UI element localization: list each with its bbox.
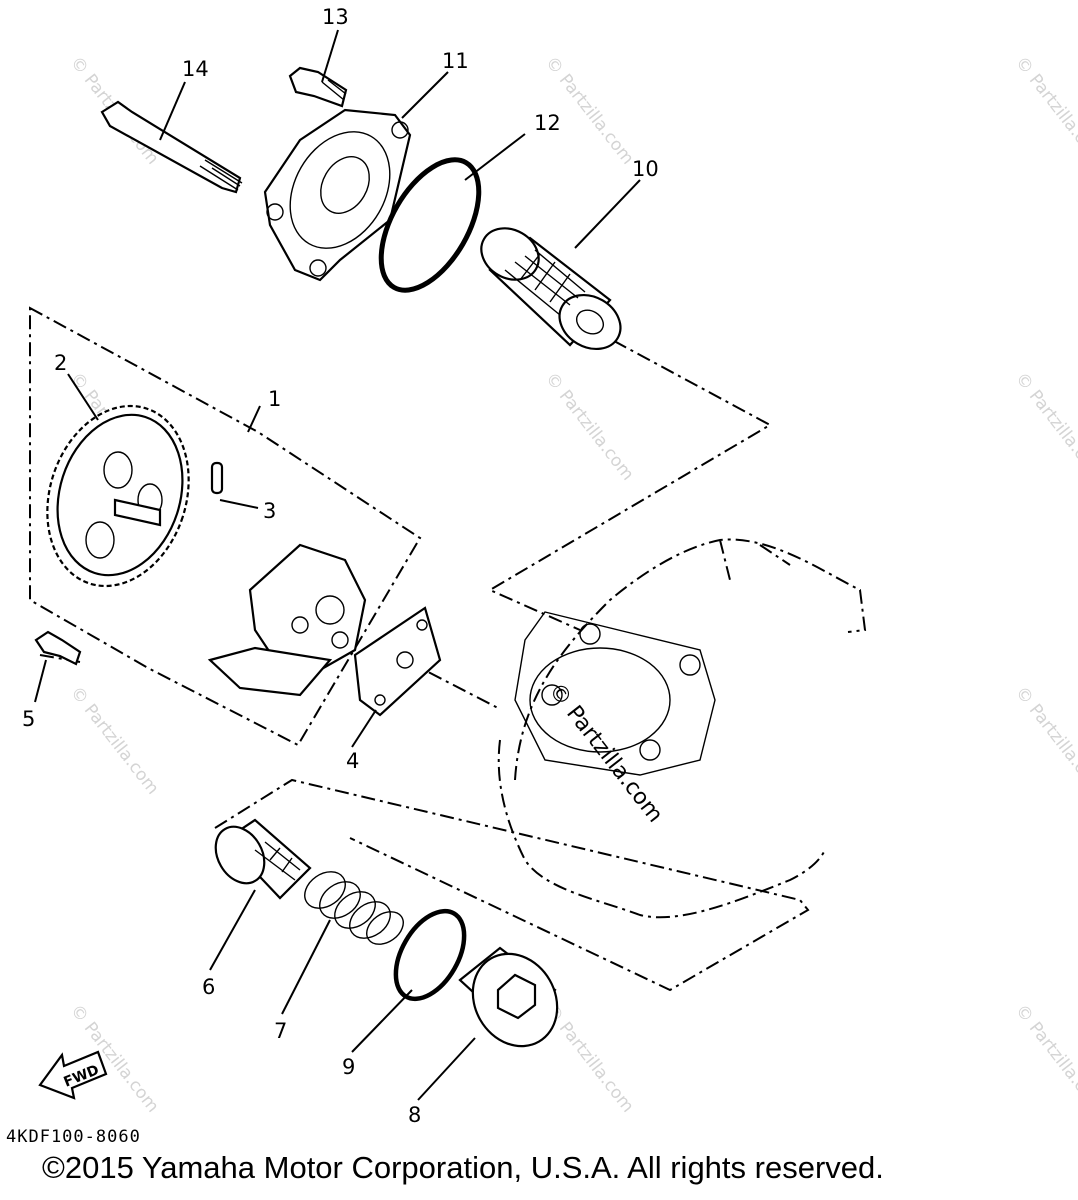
watermark: © Partzilla.com (1011, 683, 1078, 799)
watermark-center: © Partzilla.com (543, 678, 667, 827)
part-4-cover-plate (353, 606, 442, 717)
callout-1: 1 (268, 387, 281, 411)
oil-pump-body (207, 543, 367, 697)
copyright-notice: ©2015 Yamaha Motor Corporation, U.S.A. A… (42, 1150, 884, 1185)
callout-3: 3 (263, 499, 276, 523)
strainer-alignment-box (214, 778, 810, 992)
watermark: © Partzilla.com (1011, 53, 1078, 169)
callout-10: 10 (632, 157, 659, 181)
part-8-drain-plug (458, 946, 559, 1048)
part-10-oil-filter (480, 227, 622, 351)
callout-13: 13 (322, 5, 349, 29)
gasket-bolt-hole (639, 739, 661, 761)
gasket-bolt-hole (579, 623, 601, 645)
gasket-bolt-hole (679, 654, 701, 676)
callout-11: 11 (442, 49, 469, 73)
callout-14: 14 (182, 57, 209, 81)
watermark: © Partzilla.com (1011, 369, 1078, 485)
part-13-screw (288, 66, 348, 108)
crankcase-upper-outline (514, 538, 867, 781)
part-12-o-ring (378, 157, 482, 293)
part-9-o-ring (393, 908, 467, 1002)
part-3-pin (210, 461, 224, 495)
watermark: © Partzilla.com (1011, 1001, 1078, 1117)
crankcase-outline (497, 538, 867, 919)
part-2-gear (46, 404, 190, 588)
part-7-spring (304, 871, 404, 945)
callout-5: 5 (22, 707, 35, 731)
part-6-strainer (214, 818, 312, 900)
part-11-filter-cover (263, 108, 412, 282)
watermark: © Partzilla.com (66, 683, 163, 799)
callout-2: 2 (54, 351, 67, 375)
part-14-bolt (100, 100, 243, 194)
filter-alignment-line (487, 327, 773, 631)
callout-9: 9 (342, 1055, 355, 1079)
callout-8: 8 (408, 1103, 421, 1127)
cylinder-gasket-outline (514, 611, 716, 776)
pump-cover-alignment-line (404, 659, 499, 709)
part-5-screw (34, 630, 82, 666)
callout-6: 6 (202, 975, 215, 999)
callouts: 1 2 3 4 5 6 7 8 9 10 11 12 13 14 (22, 5, 659, 1127)
leader-lines (34, 29, 641, 1101)
callout-12: 12 (534, 111, 561, 135)
crankcase-lower-outline (497, 739, 826, 919)
watermark: © Partzilla.com (541, 369, 638, 485)
fwd-arrow-icon: FWD (38, 1050, 108, 1100)
callout-7: 7 (274, 1019, 287, 1043)
cylinder-bore (529, 647, 671, 753)
diagram-code: 4KDF100-8060 (6, 1127, 141, 1147)
gasket-bolt-hole (541, 684, 563, 706)
callout-4: 4 (346, 749, 359, 773)
